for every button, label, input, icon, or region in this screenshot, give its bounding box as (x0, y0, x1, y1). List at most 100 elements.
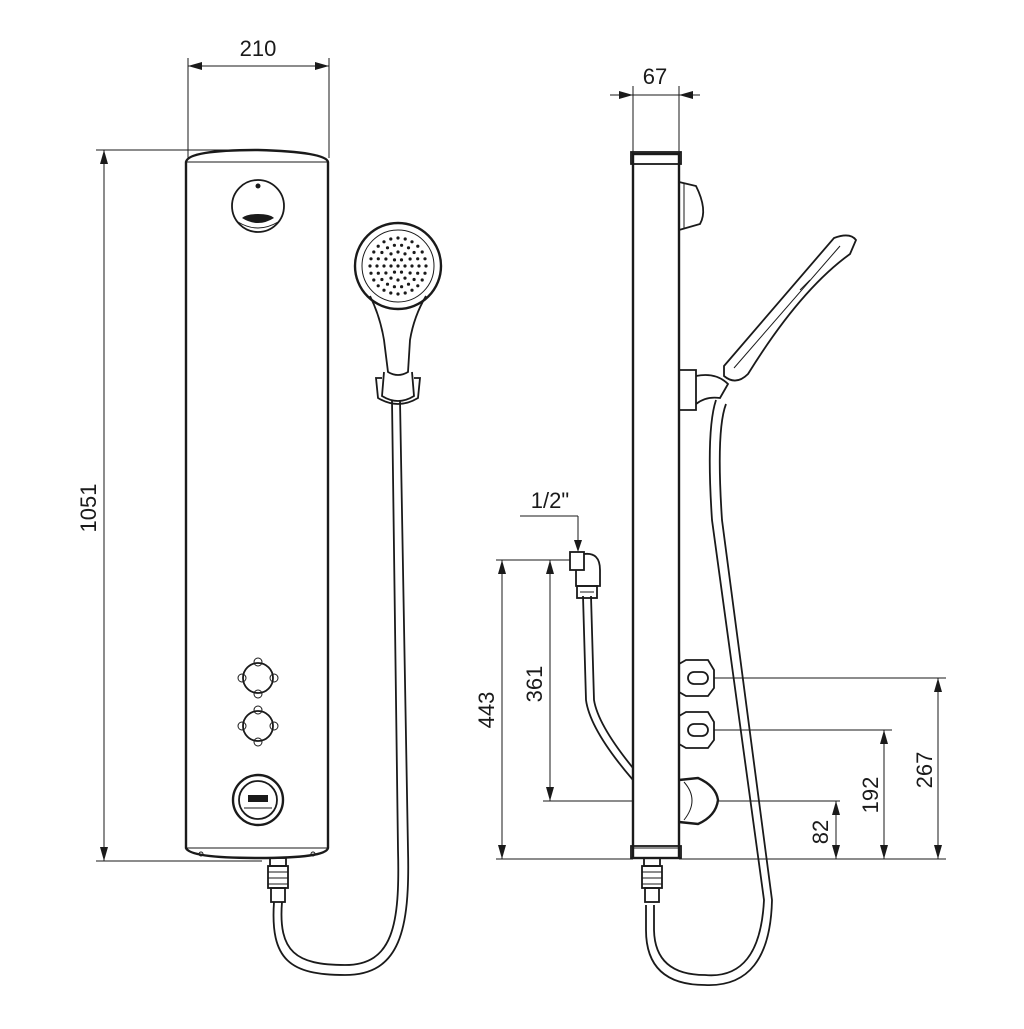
nozzle-dot (392, 243, 396, 247)
hose-side (645, 399, 773, 986)
nozzle-dot (376, 244, 380, 248)
shower-panel-front (184, 148, 330, 860)
valve-upper (237, 657, 279, 699)
supply-pipe (569, 551, 634, 781)
nozzle-dot (372, 250, 376, 254)
outlet-high-label: 267 (912, 752, 937, 789)
hose-connector-side (641, 857, 663, 903)
nozzle-dot (408, 271, 412, 275)
valve-lower-side (678, 711, 715, 749)
nozzle-dot (392, 285, 396, 289)
nozzle-dot (396, 264, 400, 268)
nozzle-dot (384, 257, 388, 261)
nozzle-dot (385, 282, 390, 286)
nozzle-dot (412, 277, 416, 282)
nozzle-dot (369, 257, 373, 261)
nozzle-dot (372, 278, 376, 282)
front-width-label: 210 (240, 36, 277, 61)
nozzle-dot (406, 282, 411, 286)
nozzle-dot (417, 264, 421, 268)
nozzle-dot (380, 250, 384, 255)
nozzle-dot (406, 246, 411, 250)
nozzle-dot (392, 258, 397, 262)
valve-lower (237, 705, 279, 747)
nozzle-dot (396, 278, 400, 282)
nozzle-dot (403, 237, 407, 241)
nozzle-dot (408, 257, 412, 261)
hand-shower-front (353, 221, 443, 405)
side-depth-label: 67 (643, 64, 667, 89)
front-height-label: 1051 (76, 484, 101, 533)
nozzle-dot (400, 243, 404, 247)
side-view: 67 (474, 64, 946, 986)
nozzle-dot (389, 264, 393, 268)
dim-side-depth: 67 (610, 64, 700, 158)
hand-shower-side (679, 234, 858, 411)
nozzle-dot (389, 237, 393, 241)
mixer-height-label: 361 (522, 666, 547, 703)
nozzle-dot (375, 264, 379, 268)
nozzle-dot (403, 264, 407, 268)
nozzle-dot (392, 270, 397, 274)
nozzle-dot (380, 277, 384, 282)
fixed-head-side (678, 181, 705, 231)
nozzle-dot (385, 246, 390, 250)
nozzle-dot (368, 264, 372, 268)
nozzle-dot (396, 292, 400, 296)
nozzle-dot (389, 276, 393, 280)
nozzle-dot (403, 276, 407, 280)
nozzle-dot (416, 284, 420, 288)
mixer-front (231, 773, 285, 827)
outlet-low-label: 82 (808, 820, 833, 844)
dim-inlet-height: 443 (474, 559, 633, 860)
nozzle-dot (423, 271, 427, 275)
nozzle-dot (399, 258, 404, 262)
nozzle-dot (420, 278, 424, 282)
nozzle-dot (399, 270, 404, 274)
dim-outlets: 267 192 82 (679, 677, 946, 860)
nozzle-dot (382, 240, 386, 244)
indicator-dot-icon (255, 183, 261, 189)
nozzle-dot (403, 252, 407, 256)
nozzle-dot (382, 264, 386, 268)
dim-front-width: 210 (187, 36, 330, 158)
nozzle-dot (420, 250, 424, 254)
outlet-mid-label: 192 (858, 777, 883, 814)
thread-label: 1/2" (531, 488, 569, 513)
nozzle-dot (389, 252, 393, 256)
mixer-side (678, 776, 720, 826)
nozzle-dot (410, 288, 414, 292)
nozzle-dot (384, 271, 388, 275)
nozzle-dot (382, 288, 386, 292)
nozzle-dot (416, 257, 420, 261)
nozzle-dot (416, 244, 420, 248)
nozzle-dot (423, 257, 427, 261)
valve-upper-side (678, 659, 715, 697)
nozzle-dot (410, 264, 414, 268)
fixed-head-outlet (231, 179, 285, 233)
nozzle-dot (400, 285, 404, 289)
inlet-height-label: 443 (474, 692, 499, 729)
front-view: 210 1051 (76, 36, 443, 976)
dim-thread: 1/2" (520, 488, 582, 552)
nozzle-dot (369, 271, 373, 275)
hose-front (272, 399, 410, 976)
dim-mixer-height: 361 (522, 559, 633, 802)
nozzle-dot (396, 236, 400, 240)
nozzle-dot (410, 240, 414, 244)
shower-panel-side (630, 151, 682, 860)
nozzle-dot (389, 291, 393, 295)
hose-connector-front (267, 857, 289, 903)
nozzle-dot (396, 250, 400, 254)
nozzle-dot (412, 250, 416, 255)
nozzle-dot (376, 284, 380, 288)
nozzle-dot (416, 271, 420, 275)
nozzle-dot (424, 264, 428, 268)
nozzle-dot (376, 257, 380, 261)
spray-nozzles (368, 236, 428, 296)
nozzle-dot (376, 271, 380, 275)
nozzle-dot (403, 291, 407, 295)
dim-front-height: 1051 (76, 149, 262, 862)
